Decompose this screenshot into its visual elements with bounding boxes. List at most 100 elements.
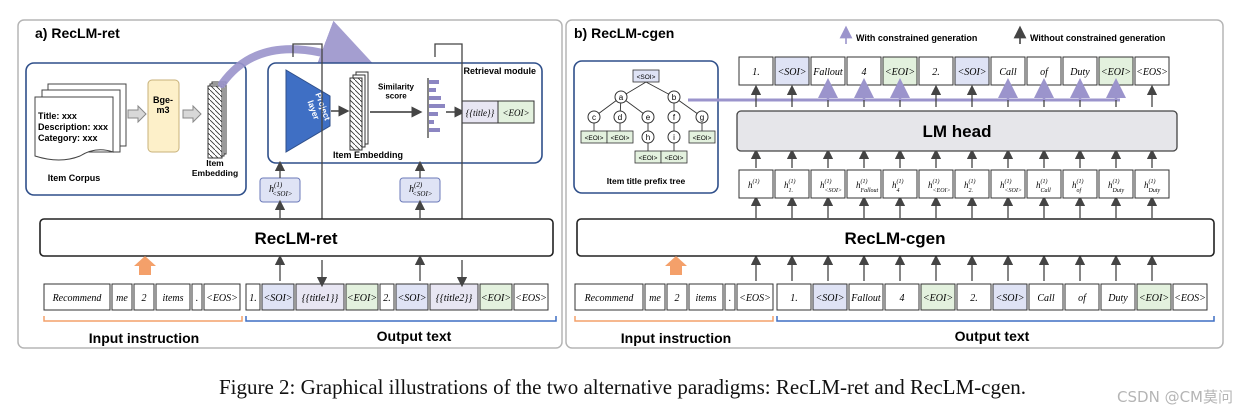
right-output-token-box <box>812 283 848 311</box>
left-output-token: 1. <box>249 293 257 304</box>
right-input-up-arrow <box>665 256 687 275</box>
legend-without: Without constrained generation <box>1030 33 1165 43</box>
hidden-state-label: h(1)Duty <box>1108 178 1125 194</box>
left-output-token: 2. <box>383 293 391 304</box>
right-output-token-box <box>1172 283 1208 311</box>
right-output-token: Fallout <box>850 293 881 304</box>
right-output-token: <EOI> <box>1139 293 1169 304</box>
figure-caption: Figure 2: Graphical illustrations of the… <box>218 375 1027 399</box>
tree-box-label: <EOI> <box>639 155 658 162</box>
tree-node <box>641 110 655 124</box>
left-input-token: items <box>162 293 183 304</box>
right-hidden-token-box <box>1062 169 1098 199</box>
corpus-title-line: Title: xxx <box>38 111 77 121</box>
right-output-token-box <box>956 283 992 311</box>
hidden-state-label: h(1)<SOI> <box>820 178 842 194</box>
hidden-state-label: h(1)Duty <box>1144 178 1161 194</box>
right-top-token: of <box>1040 67 1049 78</box>
retrieval-module-label: Retrieval module <box>463 66 536 76</box>
left-output-token: <EOI> <box>347 293 377 304</box>
retrieval-module-box <box>267 62 543 164</box>
right-output-token-box <box>848 283 884 311</box>
right-input-token-box <box>724 283 736 311</box>
right-output-token-box <box>1028 283 1064 311</box>
right-top-token: Duty <box>1069 67 1090 78</box>
tree-node <box>613 110 627 124</box>
right-output-token: of <box>1078 293 1087 304</box>
bge-m3-box <box>147 79 180 153</box>
right-input-token-box <box>688 283 724 311</box>
prefix-tree-label: Item title prefix tree <box>607 176 686 186</box>
legend-with: With constrained generation <box>856 33 977 43</box>
left-input-token-box <box>155 283 191 311</box>
tree-box-node <box>660 150 688 164</box>
right-input-token: items <box>695 293 716 304</box>
right-top-token-box <box>774 56 810 86</box>
hidden-state-label: h(1)4 <box>892 178 904 194</box>
right-hidden-token-box <box>846 169 882 199</box>
right-hidden-token-box <box>990 169 1026 199</box>
similarity-bars <box>427 78 445 138</box>
right-output-token: Call <box>1037 293 1054 304</box>
left-output-token: <EOI> <box>481 293 511 304</box>
left-input-up-arrow <box>134 256 156 275</box>
right-output-token-box <box>920 283 956 311</box>
reclm-ret-label: RecLM-ret <box>254 229 337 248</box>
right-output-label: Output text <box>955 328 1030 344</box>
tree-node-label: b <box>672 93 677 102</box>
right-output-token: Duty <box>1107 293 1128 304</box>
tree-box-label: <SOI> <box>637 74 656 81</box>
right-output-token-box <box>1136 283 1172 311</box>
hidden-state-label: h(1)2. <box>964 178 976 194</box>
right-output-token: 4 <box>900 293 905 304</box>
right-output-bracket <box>776 316 1215 322</box>
right-panel-frame <box>565 19 1224 349</box>
right-input-token: . <box>729 293 732 304</box>
tree-node <box>667 110 681 124</box>
left-input-token-box <box>43 283 111 311</box>
tree-node-label: e <box>646 113 651 122</box>
right-input-token: <EOS> <box>739 293 771 304</box>
right-input-token-box <box>644 283 666 311</box>
left-output-token-box <box>379 283 395 311</box>
inner-item-embedding-label: Item Embedding <box>333 150 403 160</box>
left-input-token-box <box>203 283 241 311</box>
left-output-token: {{title2}} <box>436 293 473 304</box>
tree-node <box>614 90 628 104</box>
reclm-cgen-box <box>576 218 1215 257</box>
right-top-token-box <box>918 56 954 86</box>
left-output-token-box <box>513 283 549 311</box>
tree-box-label: <EOI> <box>693 135 712 142</box>
right-hidden-states: h(1)h(1)1.h(1)<SOI>h(1)Fallouth(1)4h(1)<… <box>738 169 1170 199</box>
corpus-document <box>34 96 114 161</box>
right-output-token-box <box>776 283 812 311</box>
left-panel-frame <box>17 19 563 349</box>
right-output-token: 2. <box>970 293 978 304</box>
left-input-token: 2 <box>142 293 147 304</box>
retrieval-eoi-token <box>497 100 535 124</box>
left-output-tokens: 1.<SOI>{{title1}}<EOI>2.<SOI>{{title2}}<… <box>245 254 549 311</box>
hidden-state-label: h(1)Fallout <box>856 178 878 194</box>
left-output-token-box <box>261 283 295 311</box>
tree-box-node <box>606 130 634 144</box>
project-layer-shape <box>285 69 331 153</box>
reclm-ret-box <box>39 218 554 257</box>
right-top-token: Fallout <box>812 67 843 78</box>
right-input-token-box <box>666 283 688 311</box>
right-output-token: <SOI> <box>815 293 844 304</box>
right-output-token: <SOI> <box>995 293 1024 304</box>
left-output-token-box <box>479 283 513 311</box>
bge-to-embedding-arrow <box>182 104 202 124</box>
left-output-token-box <box>429 283 479 311</box>
right-input-token: 2 <box>675 293 680 304</box>
tree-node-label: g <box>700 113 704 122</box>
right-top-token: 4 <box>862 67 867 78</box>
left-input-token-box <box>111 283 133 311</box>
left-panel-title: a) RecLM-ret <box>35 25 120 41</box>
watermark: CSDN @CM莫问 <box>1117 388 1233 406</box>
